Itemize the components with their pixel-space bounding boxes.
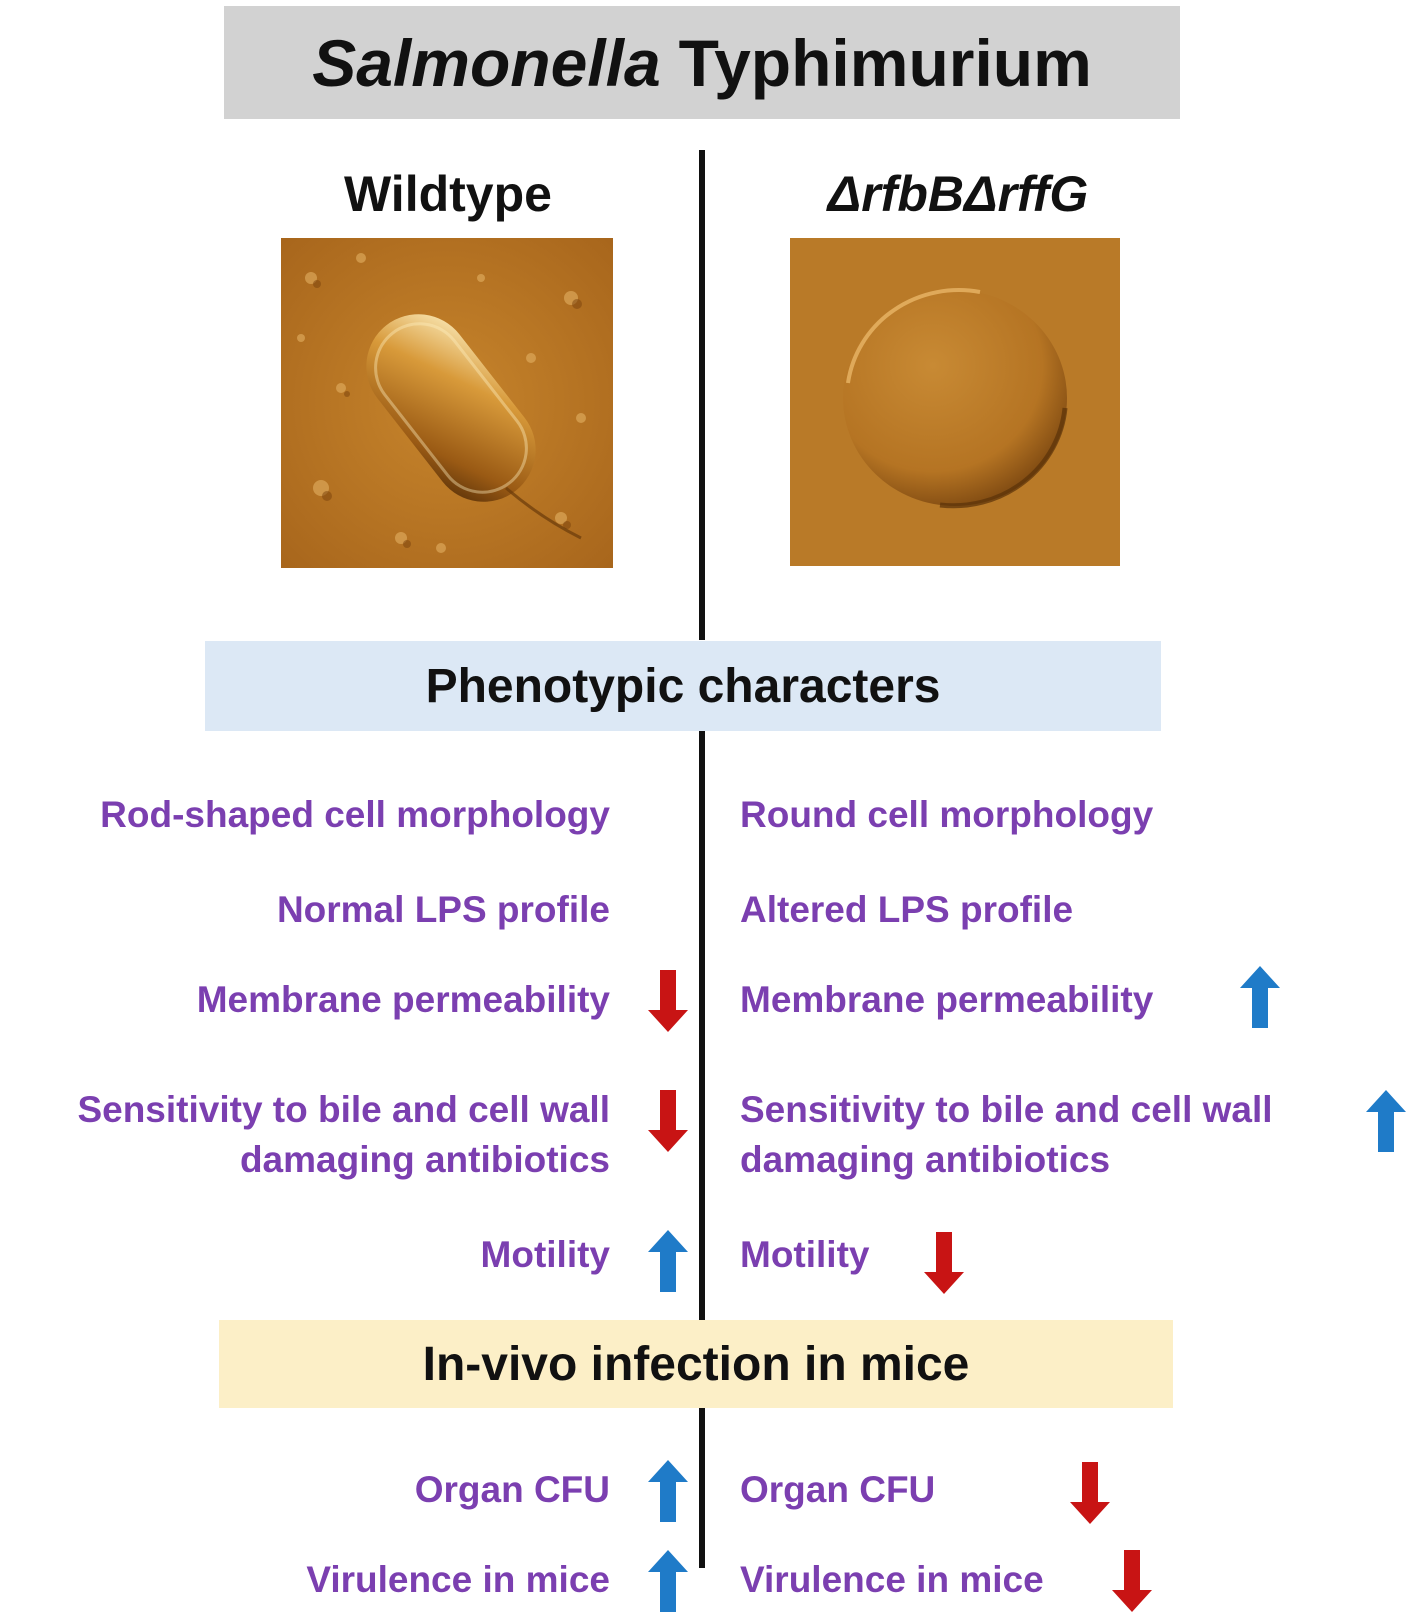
mutant-micrograph: [790, 238, 1120, 566]
mutant-virulence-down-arrow-icon: [1112, 1550, 1152, 1612]
wildtype-permeability-down-arrow-icon: [648, 970, 688, 1032]
wildtype-membrane-permeability: Membrane permeability: [196, 979, 610, 1020]
mutant-lps: Altered LPS profile: [740, 889, 1074, 930]
wildtype-sensitivity-down-arrow-icon: [648, 1090, 688, 1152]
mutant-sensitivity-up-arrow-icon: [1366, 1090, 1406, 1152]
mutant-permeability-up-arrow-icon: [1240, 966, 1280, 1028]
mutant-organ-cfu: Organ CFU: [740, 1469, 936, 1510]
wildtype-heading: Wildtype: [344, 166, 552, 222]
mutant-organ-cfu-down-arrow-icon: [1070, 1462, 1110, 1524]
wildtype-virulence-up-arrow-icon: [648, 1550, 688, 1612]
title-banner: Salmonella Typhimurium: [224, 6, 1180, 119]
center-divider-bottom: [699, 1408, 705, 1568]
wildtype-micrograph: [281, 238, 613, 568]
mutant-virulence: Virulence in mice: [740, 1559, 1044, 1600]
center-divider-top: [699, 150, 705, 640]
phenotypic-characters-banner: Phenotypic characters: [205, 641, 1161, 731]
wildtype-organ-cfu: Organ CFU: [414, 1469, 610, 1510]
wildtype-sensitivity-line1: Sensitivity to bile and cell wall: [77, 1089, 610, 1130]
wildtype-sensitivity: Sensitivity to bile and cell wall damagi…: [77, 1085, 610, 1185]
wildtype-organ-cfu-up-arrow-icon: [648, 1460, 688, 1522]
mutant-motility: Motility: [740, 1234, 870, 1275]
title-species: Typhimurium: [678, 25, 1092, 100]
mutant-sensitivity-line2: damaging antibiotics: [740, 1139, 1111, 1180]
mutant-morphology: Round cell morphology: [740, 794, 1154, 835]
wildtype-motility: Motility: [480, 1234, 610, 1275]
in-vivo-infection-banner: In-vivo infection in mice: [219, 1320, 1173, 1408]
mutant-sensitivity: Sensitivity to bile and cell wall damagi…: [740, 1085, 1273, 1185]
wildtype-lps: Normal LPS profile: [276, 889, 610, 930]
wildtype-sensitivity-line2: damaging antibiotics: [239, 1139, 610, 1180]
wildtype-virulence: Virulence in mice: [306, 1559, 610, 1600]
wildtype-morphology: Rod-shaped cell morphology: [100, 794, 610, 835]
mutant-membrane-permeability: Membrane permeability: [740, 979, 1154, 1020]
mutant-heading: ΔrfbBΔrffG: [827, 166, 1089, 222]
center-divider-middle: [699, 731, 705, 1320]
mutant-motility-down-arrow-icon: [924, 1232, 964, 1294]
mutant-sensitivity-line1: Sensitivity to bile and cell wall: [740, 1089, 1273, 1130]
wildtype-motility-up-arrow-icon: [648, 1230, 688, 1292]
title-genus: Salmonella: [312, 25, 661, 100]
